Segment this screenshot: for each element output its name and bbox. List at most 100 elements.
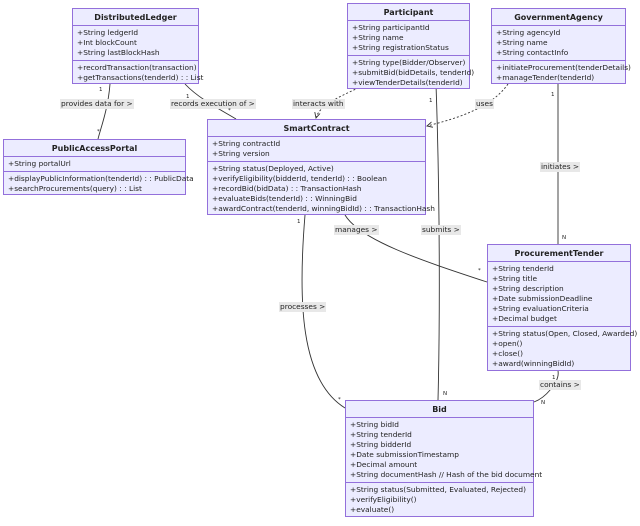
multiplicity: * (478, 268, 481, 274)
attribute: +String participantId (352, 23, 430, 32)
class-title: Participant (348, 4, 469, 21)
attribute: +String evaluationCriteria (492, 304, 589, 313)
attribute: +String title (492, 274, 538, 283)
multiplicity: N (562, 235, 567, 241)
attribute: +String bidderId (350, 440, 412, 449)
edge-contract-bid (301, 214, 346, 409)
multiplicity: 1 (429, 98, 433, 104)
class-smart-contract[interactable]: SmartContract +String contractId +String… (207, 119, 435, 216)
attributes-section: +String tenderId +String title +String d… (488, 262, 630, 326)
label-uses: uses (475, 99, 494, 109)
methods-section: +initiateProcurement(tenderDetails) +man… (492, 60, 631, 85)
attribute: +Date submissionDeadline (492, 294, 593, 303)
method: +awardContract(tenderId, winningBidId) :… (212, 204, 435, 213)
class-participant[interactable]: Participant +String participantId +Strin… (347, 3, 475, 90)
method: +recordBid(bidData) : : TransactionHash (212, 184, 362, 193)
multiplicity: N (541, 400, 546, 406)
method: +close() (492, 349, 523, 358)
attribute: +String name (352, 33, 404, 42)
attribute: +String version (212, 149, 270, 158)
multiplicity: * (228, 108, 231, 114)
label-records-execution-of: records execution of > (170, 99, 256, 109)
method: +evaluateBids(tenderId) : : WinningBid (212, 194, 357, 203)
attributes-section: +String portalUrl (4, 157, 185, 171)
methods-section: +recordTransaction(transaction) +getTran… (73, 60, 204, 85)
multiplicity: 1 (552, 375, 556, 381)
label-processes: processes > (279, 302, 327, 312)
attributes-section: +String ledgerId +Int blockCount +String… (73, 26, 198, 60)
attribute: +String bidId (350, 420, 399, 429)
method: +manageTender(tenderId) (496, 73, 595, 82)
label-submits: submits > (421, 225, 461, 235)
multiplicity: 1 (297, 219, 301, 225)
attribute: +Int blockCount (77, 38, 137, 47)
multiplicity: * (97, 129, 100, 135)
class-title: Bid (346, 401, 533, 418)
method: +String status(Open, Closed, Awarded) (492, 329, 638, 338)
attribute: +String agencyId (496, 28, 561, 37)
methods-section: +displayPublicInformation(tenderId) : : … (4, 171, 194, 196)
multiplicity: N (443, 391, 448, 397)
attribute: +String contactInfo (496, 48, 569, 57)
attribute: +Decimal amount (350, 460, 418, 469)
method: +submitBid(bidDetails, tenderId) (352, 68, 475, 77)
method: +verifyEligibility() (350, 495, 417, 504)
method: +recordTransaction(transaction) (77, 63, 197, 72)
method: +open() (492, 339, 523, 348)
attribute: +String contractId (212, 139, 281, 148)
label-contains: contains > (539, 380, 581, 390)
multiplicity: 1 (186, 94, 190, 100)
methods-section: +String status(Deployed, Active) +verify… (208, 161, 435, 216)
method: +displayPublicInformation(tenderId) : : … (8, 174, 194, 183)
edge-participant-contract (316, 83, 367, 118)
class-distributed-ledger[interactable]: DistributedLedger +String ledgerId +Int … (72, 8, 204, 85)
attribute: +Date submissionTimestamp (350, 450, 459, 459)
attribute: +String description (492, 284, 564, 293)
multiplicity: 1 (99, 87, 103, 93)
method: +evaluate() (350, 505, 395, 514)
label-initiates: initiates > (540, 162, 581, 172)
class-title: DistributedLedger (73, 9, 198, 26)
method: +String status(Deployed, Active) (212, 164, 334, 173)
edge-agency-contract (427, 83, 509, 126)
attribute: +String registrationStatus (352, 43, 449, 52)
label-interacts-with: interacts with (292, 99, 345, 109)
edge-ledger-portal (97, 83, 111, 140)
class-title: GovernmentAgency (492, 9, 625, 26)
edge-contract-tender (344, 214, 488, 283)
label-provides-data-for: provides data for > (60, 99, 134, 109)
label-manages: manages > (334, 225, 379, 235)
class-title: PublicAccessPortal (4, 140, 185, 157)
class-procurement-tender[interactable]: ProcurementTender +String tenderId +Stri… (487, 244, 638, 371)
attribute: +String tenderId (492, 264, 554, 273)
multiplicity: * (338, 397, 341, 403)
attribute: +String documentHash // Hash of the bid … (350, 470, 543, 479)
class-title: ProcurementTender (488, 245, 630, 262)
method: +award(winningBidId) (492, 359, 575, 368)
attributes-section: +String contractId +String version (208, 137, 425, 161)
attribute: +String name (496, 38, 548, 47)
edge-participant-bid (435, 83, 440, 401)
attribute: +String ledgerId (77, 28, 139, 37)
attributes-section: +String agencyId +String name +String co… (492, 26, 625, 60)
attribute: +String portalUrl (8, 159, 71, 168)
method: +viewTenderDetails(tenderId) (352, 78, 463, 87)
class-government-agency[interactable]: GovernmentAgency +String agencyId +Strin… (491, 8, 631, 85)
method: +getTransactions(tenderId) : : List (77, 73, 204, 82)
attribute: +Decimal budget (492, 314, 557, 323)
attributes-section: +String bidId +String tenderId +String b… (346, 418, 543, 482)
method: +verifyEligibility(bidderId, tenderId) :… (212, 174, 387, 183)
method: +initiateProcurement(tenderDetails) (496, 63, 631, 72)
method: +String type(Bidder/Observer) (352, 58, 466, 67)
class-public-access-portal[interactable]: PublicAccessPortal +String portalUrl +di… (3, 139, 194, 196)
methods-section: +String status(Open, Closed, Awarded) +o… (488, 326, 638, 371)
attribute: +String lastBlockHash (77, 48, 160, 57)
method: +searchProcurements(query) : : List (8, 184, 142, 193)
attribute: +String tenderId (350, 430, 412, 439)
attributes-section: +String participantId +String name +Stri… (348, 21, 469, 55)
multiplicity: 1 (551, 92, 555, 98)
methods-section: +String status(Submitted, Evaluated, Rej… (346, 482, 533, 517)
class-bid[interactable]: Bid +String bidId +String tenderId +Stri… (345, 400, 543, 517)
methods-section: +String type(Bidder/Observer) +submitBid… (348, 55, 475, 90)
